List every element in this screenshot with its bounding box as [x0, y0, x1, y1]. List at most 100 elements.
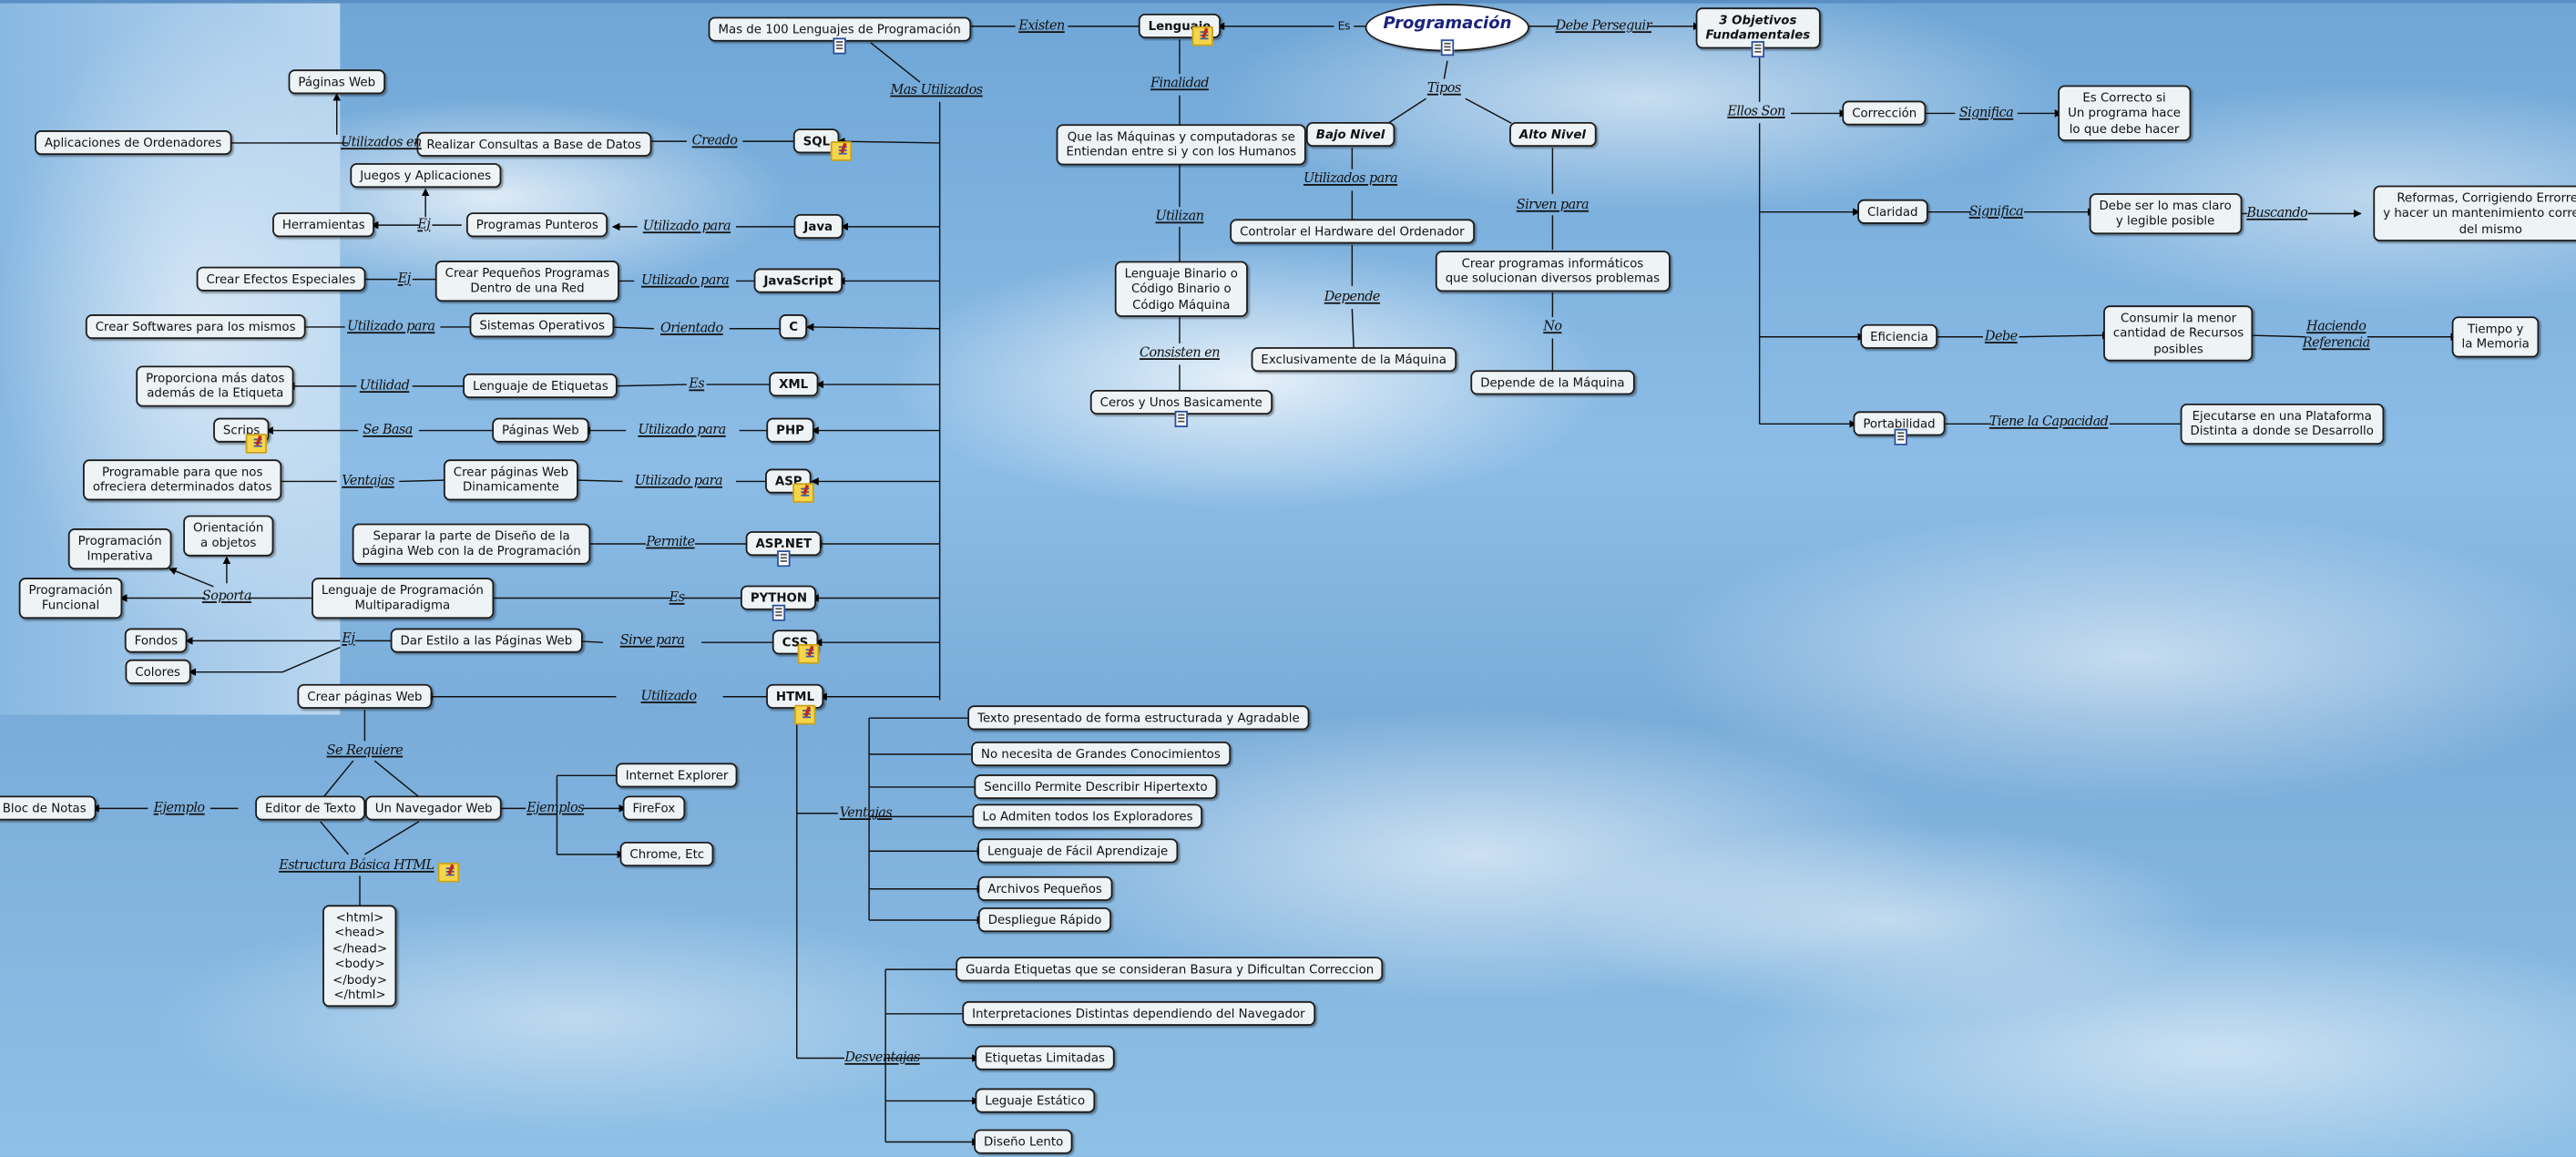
concept-bloc[interactable]: Bloc de Notas: [0, 795, 97, 822]
concept-separar[interactable]: Separar la parte de Diseño de la página …: [352, 523, 591, 565]
link-label-se-requiere: Se Requiere: [326, 742, 404, 758]
image-attachment-icon[interactable]: [777, 550, 791, 568]
concept-javascript[interactable]: JavaScript: [753, 268, 843, 294]
link-label-significa-1: Significa: [1958, 105, 2014, 120]
concept-debe-ser-claro[interactable]: Debe ser lo mas claro y legible posible: [2089, 193, 2242, 234]
concept-d4[interactable]: Leguaje Estático: [975, 1088, 1095, 1114]
note-icon[interactable]: [794, 704, 816, 725]
concept-bajo-nivel[interactable]: Bajo Nivel: [1305, 122, 1395, 148]
concept-d3[interactable]: Etiquetas Limitadas: [975, 1045, 1115, 1071]
concept-hardware[interactable]: Controlar el Hardware del Ordenador: [1230, 219, 1475, 245]
concept-binario[interactable]: Lenguaje Binario o Código Binario o Códi…: [1114, 261, 1248, 318]
concept-sistemas-operativos[interactable]: Sistemas Operativos: [469, 312, 615, 339]
link-label-ejemplo: Ejemplo: [153, 800, 206, 815]
concept-php[interactable]: PHP: [766, 417, 814, 444]
link-label-java-utilizado-para: Utilizado para: [642, 218, 731, 234]
concept-objetos[interactable]: Orientación a objetos: [183, 515, 274, 557]
concept-codigo[interactable]: <html> <head> </head> <body> </body> </h…: [322, 905, 397, 1009]
concept-proporciona[interactable]: Proporciona más datos además de la Etiqu…: [136, 365, 295, 407]
concept-efectos[interactable]: Crear Efectos Especiales: [196, 266, 366, 292]
link-label-mas-utilizados: Mas Utilizados: [890, 82, 983, 97]
arrow-connector: [2019, 331, 2111, 340]
concept-ie[interactable]: Internet Explorer: [615, 763, 739, 789]
concept-crear-paginas-html[interactable]: Crear páginas Web: [297, 683, 433, 710]
concept-tiempo[interactable]: Tiempo y la Memoria: [2451, 316, 2540, 358]
concept-correccion[interactable]: Corrección: [1842, 100, 1927, 127]
concept-paginas-dinamicas[interactable]: Crear páginas Web Dinamicamente: [443, 459, 578, 501]
concept-herramientas[interactable]: Herramientas: [272, 212, 375, 238]
concept-consumir[interactable]: Consumir la menor cantidad de Recursos p…: [2103, 305, 2254, 362]
concept-que-maquinas[interactable]: Que las Máquinas y computadoras se Entie…: [1056, 124, 1306, 166]
link-label-finalidad: Finalidad: [1150, 75, 1210, 91]
concept-dar-estilo[interactable]: Dar Estilo a las Páginas Web: [390, 628, 583, 654]
concept-chrome[interactable]: Chrome, Etc: [619, 841, 714, 867]
link-label-significa-2: Significa: [1968, 203, 2024, 219]
concept-v1[interactable]: Texto presentado de forma estructurada y…: [967, 705, 1310, 732]
image-attachment-icon[interactable]: [1440, 39, 1455, 56]
concept-depende-maquina[interactable]: Depende de la Máquina: [1470, 370, 1635, 396]
note-icon[interactable]: [792, 483, 814, 503]
concept-claridad[interactable]: Claridad: [1857, 199, 1928, 225]
link-label-se-basa: Se Basa: [363, 422, 413, 437]
link-label-tiene-capacidad: Tiene la Capacidad: [1988, 414, 2109, 429]
concept-editor[interactable]: Editor de Texto: [255, 795, 366, 822]
concept-mas100[interactable]: Mas de 100 Lenguajes de Programación: [708, 16, 971, 43]
concept-crear-programas[interactable]: Crear programas informáticos que solucio…: [1435, 251, 1670, 292]
concept-crear-softwares[interactable]: Crear Softwares para los mismos: [85, 314, 306, 340]
concept-java[interactable]: Java: [793, 214, 843, 240]
image-attachment-icon[interactable]: [1751, 41, 1765, 58]
concept-d1[interactable]: Guarda Etiquetas que se consideran Basur…: [956, 957, 1385, 983]
concept-portabilidad[interactable]: Portabilidad: [1853, 411, 1946, 437]
concept-es-correcto[interactable]: Es Correcto si Un programa hace lo que d…: [2058, 85, 2191, 142]
concept-xml[interactable]: XML: [769, 372, 818, 397]
link-label-consisten-en: Consisten en: [1139, 344, 1221, 360]
concept-alto-nivel[interactable]: Alto Nivel: [1509, 122, 1596, 148]
note-icon[interactable]: [1191, 26, 1213, 46]
concept-v4[interactable]: Lo Admiten todos los Exploradores: [972, 804, 1203, 830]
concept-v3[interactable]: Sencillo Permite Describir Hipertexto: [974, 774, 1218, 800]
concept-realizar-consultas[interactable]: Realizar Consultas a Base de Datos: [416, 131, 651, 158]
concept-colores[interactable]: Colores: [125, 659, 190, 685]
concept-eficiencia[interactable]: Eficiencia: [1860, 323, 1938, 350]
image-attachment-icon[interactable]: [833, 37, 846, 55]
concept-fondos[interactable]: Fondos: [124, 628, 188, 654]
concept-v2[interactable]: No necesita de Grandes Conocimientos: [971, 741, 1231, 767]
concept-ejecutarse[interactable]: Ejecutarse en una Plataforma Distinta a …: [2180, 403, 2384, 445]
concept-v6[interactable]: Archivos Pequeños: [977, 875, 1112, 902]
concept-exclusivamente[interactable]: Exclusivamente de la Máquina: [1251, 347, 1457, 373]
concept-d5[interactable]: Diseño Lento: [974, 1129, 1074, 1155]
concept-c[interactable]: C: [779, 314, 808, 340]
concept-programas-punteros[interactable]: Programas Punteros: [465, 212, 608, 238]
concept-imperativa[interactable]: Programación Imperativa: [67, 528, 172, 569]
link-label-tipos: Tipos: [1426, 80, 1461, 96]
concept-ceros[interactable]: Ceros y Unos Basicamente: [1089, 389, 1273, 415]
concept-paginas-web-sql[interactable]: Páginas Web: [288, 69, 385, 96]
note-icon[interactable]: [830, 141, 853, 161]
concept-d2[interactable]: Interpretaciones Distintas dependiendo d…: [962, 1000, 1315, 1027]
note-icon[interactable]: [437, 862, 460, 883]
concept-funcional[interactable]: Programación Funcional: [18, 578, 123, 619]
concept-paginas-web-php[interactable]: Páginas Web: [492, 417, 589, 444]
concept-pequenos-programas[interactable]: Crear Pequeños Programas Dentro de una R…: [434, 261, 620, 302]
note-icon[interactable]: [245, 434, 268, 454]
image-attachment-icon[interactable]: [1174, 410, 1189, 427]
concept-navegador[interactable]: Un Navegador Web: [364, 795, 503, 822]
concept-multiparadigma[interactable]: Lenguaje de Programación Multiparadigma: [312, 578, 494, 619]
concept-programable[interactable]: Programable para que nos ofreciera deter…: [82, 459, 282, 501]
concept-aplicaciones-ordenadores[interactable]: Aplicaciones de Ordenadores: [35, 130, 232, 156]
link-label-python-es: Es: [669, 589, 685, 605]
line-connector: [364, 821, 420, 855]
concept-v7[interactable]: Despliegue Rápido: [977, 907, 1112, 933]
concept-firefox[interactable]: FireFox: [622, 795, 685, 822]
link-label-js-utilizado-para: Utilizado para: [640, 272, 730, 288]
line-connector: [320, 821, 349, 855]
concept-reformas[interactable]: Reformas, Corrigiendo Errorres y hacer u…: [2373, 185, 2576, 242]
arrow-connector: [168, 567, 214, 588]
image-attachment-icon[interactable]: [772, 604, 786, 621]
concept-v5[interactable]: Lenguaje de Fácil Aprendizaje: [977, 838, 1179, 865]
note-icon[interactable]: [797, 644, 820, 664]
concept-lenguaje-etiquetas[interactable]: Lenguaje de Etiquetas: [463, 373, 618, 399]
image-attachment-icon[interactable]: [1894, 428, 1907, 445]
concept-juegos[interactable]: Juegos y Aplicaciones: [350, 163, 501, 189]
